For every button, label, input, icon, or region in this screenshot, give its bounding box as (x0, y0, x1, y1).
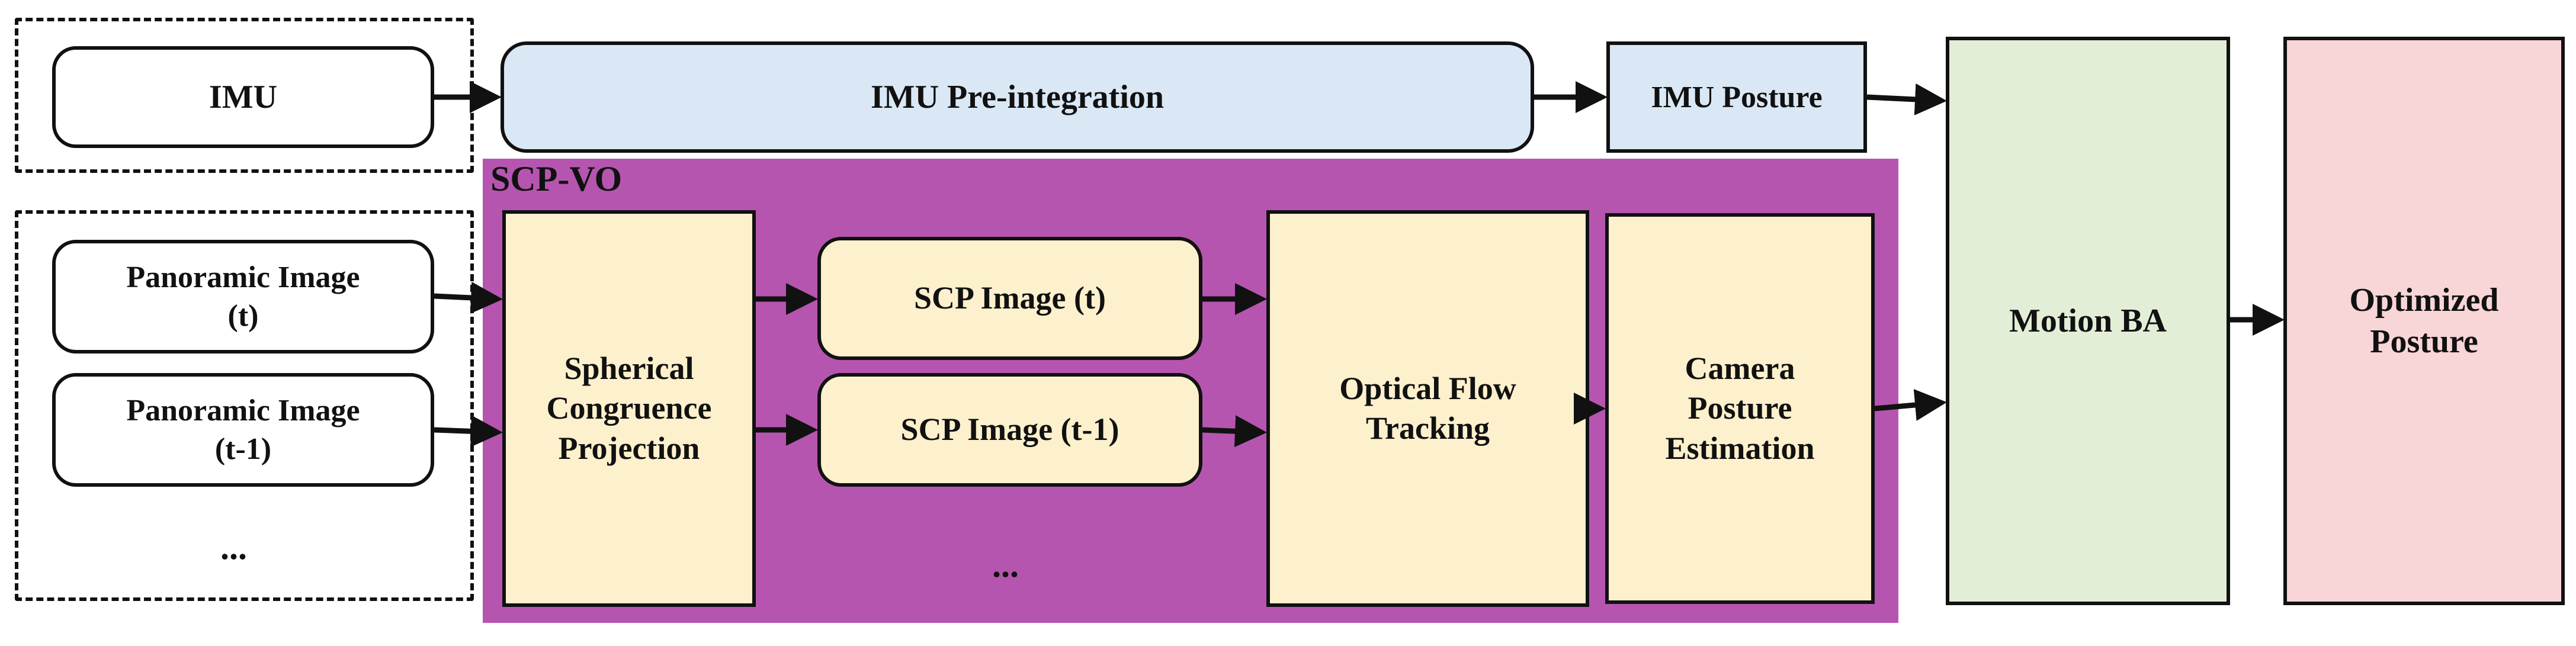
camera-posture-estimation-label: Camera Posture Estimation (1665, 350, 1815, 466)
scp-image-t1-box: SCP Image (t-1) (817, 373, 1202, 487)
scp-more-ellipsis: ... (992, 545, 1019, 584)
arrow-scp-image-t1-to-optical-flow (1202, 415, 1267, 448)
arrow-imu-posture-to-motion-ba (1866, 83, 1947, 115)
scp-vo-title: SCP-VO (490, 159, 623, 198)
panoramic-more-ellipsis: ... (220, 528, 247, 567)
panoramic-image-t-label: Panoramic Image (t) (126, 261, 360, 333)
spherical-congruence-projection-label: Spherical Congruence Projection (546, 350, 712, 466)
imu-box: IMU (52, 46, 434, 148)
panoramic-group-frame (15, 210, 474, 601)
scp-image-t1-label: SCP Image (t-1) (900, 412, 1119, 448)
panoramic-image-t1-box: Panoramic Image (t-1) (52, 373, 434, 487)
imu-preintegration-label: IMU Pre-integration (870, 79, 1165, 115)
scp-image-t-box: SCP Image (t) (817, 237, 1202, 360)
camera-posture-estimation-box: Camera Posture Estimation (1605, 213, 1875, 604)
optimized-posture-label: Optimized Posture (2349, 282, 2499, 360)
imu-label: IMU (208, 79, 278, 115)
panoramic-image-t1-label: Panoramic Image (t-1) (126, 394, 360, 466)
arrow-panoramic-t1-to-projection (434, 415, 503, 448)
imu-preintegration-box: IMU Pre-integration (501, 41, 1534, 153)
imu-posture-label: IMU Posture (1651, 80, 1823, 114)
spherical-congruence-projection-box: Spherical Congruence Projection (502, 210, 756, 607)
scp-image-t-label: SCP Image (t) (914, 280, 1106, 316)
optical-flow-tracking-box: Optical Flow Tracking (1266, 210, 1589, 607)
panoramic-image-t-box: Panoramic Image (t) (52, 240, 434, 353)
motion-ba-label: Motion BA (2009, 303, 2167, 339)
arrow-panoramic-t-to-projection (434, 281, 503, 314)
optimized-posture-box: Optimized Posture (2283, 37, 2565, 605)
motion-ba-box: Motion BA (1946, 37, 2230, 605)
optical-flow-tracking-label: Optical Flow Tracking (1339, 370, 1516, 446)
imu-posture-box: IMU Posture (1606, 41, 1867, 153)
arrow-camera-posture-to-motion-ba (1874, 389, 1947, 421)
